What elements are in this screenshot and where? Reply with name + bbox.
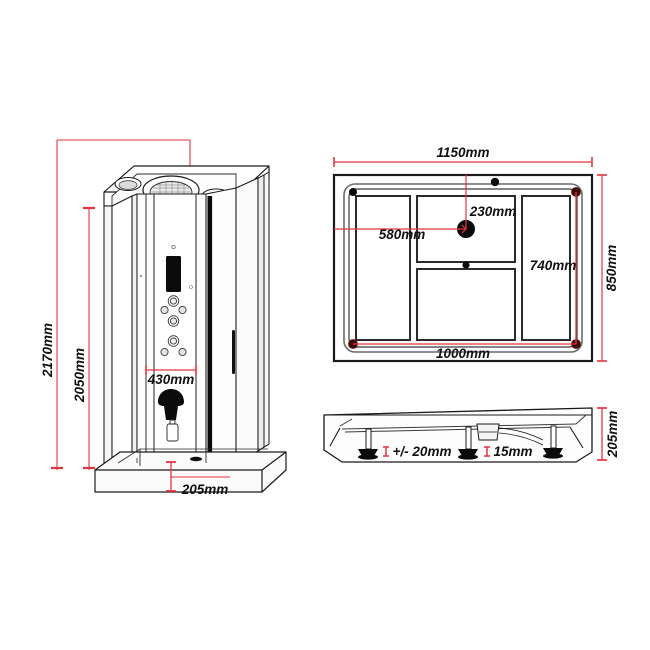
fixing-point-middle — [462, 261, 470, 269]
dim-label-inner-depth: 740mm — [530, 258, 577, 273]
leg-adjust-tick-left — [383, 446, 389, 457]
section-tray-body — [323, 407, 593, 463]
control-display-screen — [166, 256, 181, 292]
adjustable-leg-center — [458, 426, 478, 460]
door-handle — [232, 330, 235, 374]
dim-label-panel-width: 430mm — [147, 372, 195, 387]
dim-label-inner-width: 1000mm — [436, 346, 490, 361]
dim-label-tray-height: 205mm — [181, 482, 229, 497]
section-end-slopes — [329, 426, 584, 449]
dim-label-drain-offset-x: 580mm — [379, 227, 426, 242]
dim-label-leg-adjust: +/- 20mm — [393, 444, 452, 459]
dim-label-cabin-height: 2050mm — [72, 348, 87, 403]
tray-waste-slot — [190, 456, 202, 462]
plan-panel-right — [521, 195, 571, 341]
control-indicator-dot — [171, 244, 176, 250]
dimension-205-elevation — [166, 461, 230, 492]
corner-pin-top-left — [349, 188, 357, 196]
dim-label-plan-depth: 850mm — [604, 245, 619, 292]
elevation-view: 2170mm 2050mm — [40, 139, 287, 497]
fixing-point-top — [490, 177, 500, 187]
body-jets-group — [160, 295, 187, 357]
plan-panel-center-bottom — [416, 268, 516, 341]
plan-view: 1150mm 850mm 1000mm 740mm 580mm 230mm — [332, 145, 619, 363]
base-tray — [94, 451, 287, 493]
door-stile-dark — [207, 196, 213, 464]
adjustable-leg-right — [543, 425, 563, 459]
dim-label-overall-height: 2170mm — [40, 323, 55, 378]
dimension-1150 — [333, 157, 593, 167]
left-glass-panel — [103, 193, 138, 480]
adjustable-leg-left — [358, 428, 378, 460]
dimension-850 — [597, 174, 607, 362]
waste-height-tick — [484, 446, 490, 457]
dim-label-section-height: 205mm — [605, 411, 620, 459]
section-view: +/- 20mm 15mm 205mm — [323, 407, 620, 463]
dim-label-plan-width: 1150mm — [436, 145, 489, 160]
hand-shower-holder-icon — [158, 389, 184, 420]
dimension-430 — [145, 365, 197, 375]
dimension-2050 — [83, 206, 95, 470]
plan-panel-left — [355, 195, 411, 341]
dimension-205-section — [597, 407, 607, 461]
tray-front-rail — [139, 449, 207, 466]
dim-label-drain-offset-y: 230mm — [469, 204, 517, 219]
wall-fitting-dot — [189, 285, 193, 289]
dim-label-waste-height: 15mm — [493, 444, 532, 459]
right-frame-post — [257, 171, 270, 452]
ceiling-speaker-icon — [114, 177, 142, 191]
shampoo-bottle-icon — [166, 419, 179, 442]
section-underside-line — [339, 414, 587, 433]
wall-screw-dot — [139, 274, 143, 278]
waste-trap — [476, 423, 544, 446]
